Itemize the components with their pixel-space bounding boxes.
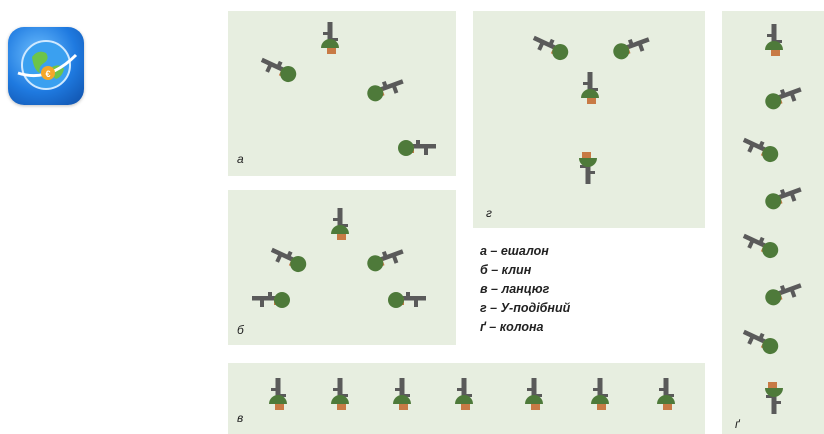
- soldier-icon: [566, 142, 610, 186]
- soldier-icon: [362, 236, 407, 280]
- legend-item: б – клин: [480, 263, 532, 277]
- soldier-icon: [318, 206, 362, 250]
- soldier-icon: [644, 376, 688, 420]
- legend-item: г – У-подібний: [480, 301, 571, 315]
- soldier-icon: [578, 376, 622, 420]
- panel-label-a: а: [237, 152, 244, 166]
- soldier-icon: [362, 66, 407, 110]
- soldier-icon: [752, 372, 796, 416]
- legend-item: в – ланцюг: [480, 282, 550, 296]
- soldier-icon: [308, 20, 352, 64]
- soldier-icon: [384, 276, 428, 320]
- soldier-icon: [739, 222, 784, 266]
- panel-u-shaped: [473, 11, 705, 228]
- legend-item: а – ешалон: [480, 244, 549, 258]
- panel-label-b: б: [237, 323, 244, 337]
- globe-app-icon[interactable]: €: [8, 27, 84, 105]
- soldier-icon: [752, 22, 796, 66]
- soldier-icon: [257, 46, 302, 90]
- formation-legend: а – ешалон б – клин в – ланцюг г – У-под…: [480, 242, 570, 337]
- soldier-icon: [529, 24, 574, 68]
- soldier-icon: [739, 318, 784, 362]
- soldier-icon: [760, 270, 805, 314]
- soldier-icon: [512, 376, 556, 420]
- panel-label-v: в: [237, 411, 244, 425]
- soldier-icon: [267, 236, 312, 280]
- panel-label-g: г: [486, 206, 492, 220]
- soldier-icon: [739, 126, 784, 170]
- soldier-icon: [442, 376, 486, 420]
- legend-item: ґ – колона: [480, 320, 544, 334]
- soldier-icon: [568, 70, 612, 114]
- soldier-icon: [394, 124, 438, 168]
- soldier-icon: [760, 174, 805, 218]
- soldier-icon: [318, 376, 362, 420]
- soldier-icon: [760, 74, 805, 118]
- panel-label-gg: ґ: [735, 417, 740, 431]
- soldier-icon: [608, 24, 653, 68]
- soldier-icon: [380, 376, 424, 420]
- soldier-icon: [250, 276, 294, 320]
- soldier-icon: [256, 376, 300, 420]
- svg-text:€: €: [45, 69, 50, 79]
- panel-column: [722, 11, 824, 434]
